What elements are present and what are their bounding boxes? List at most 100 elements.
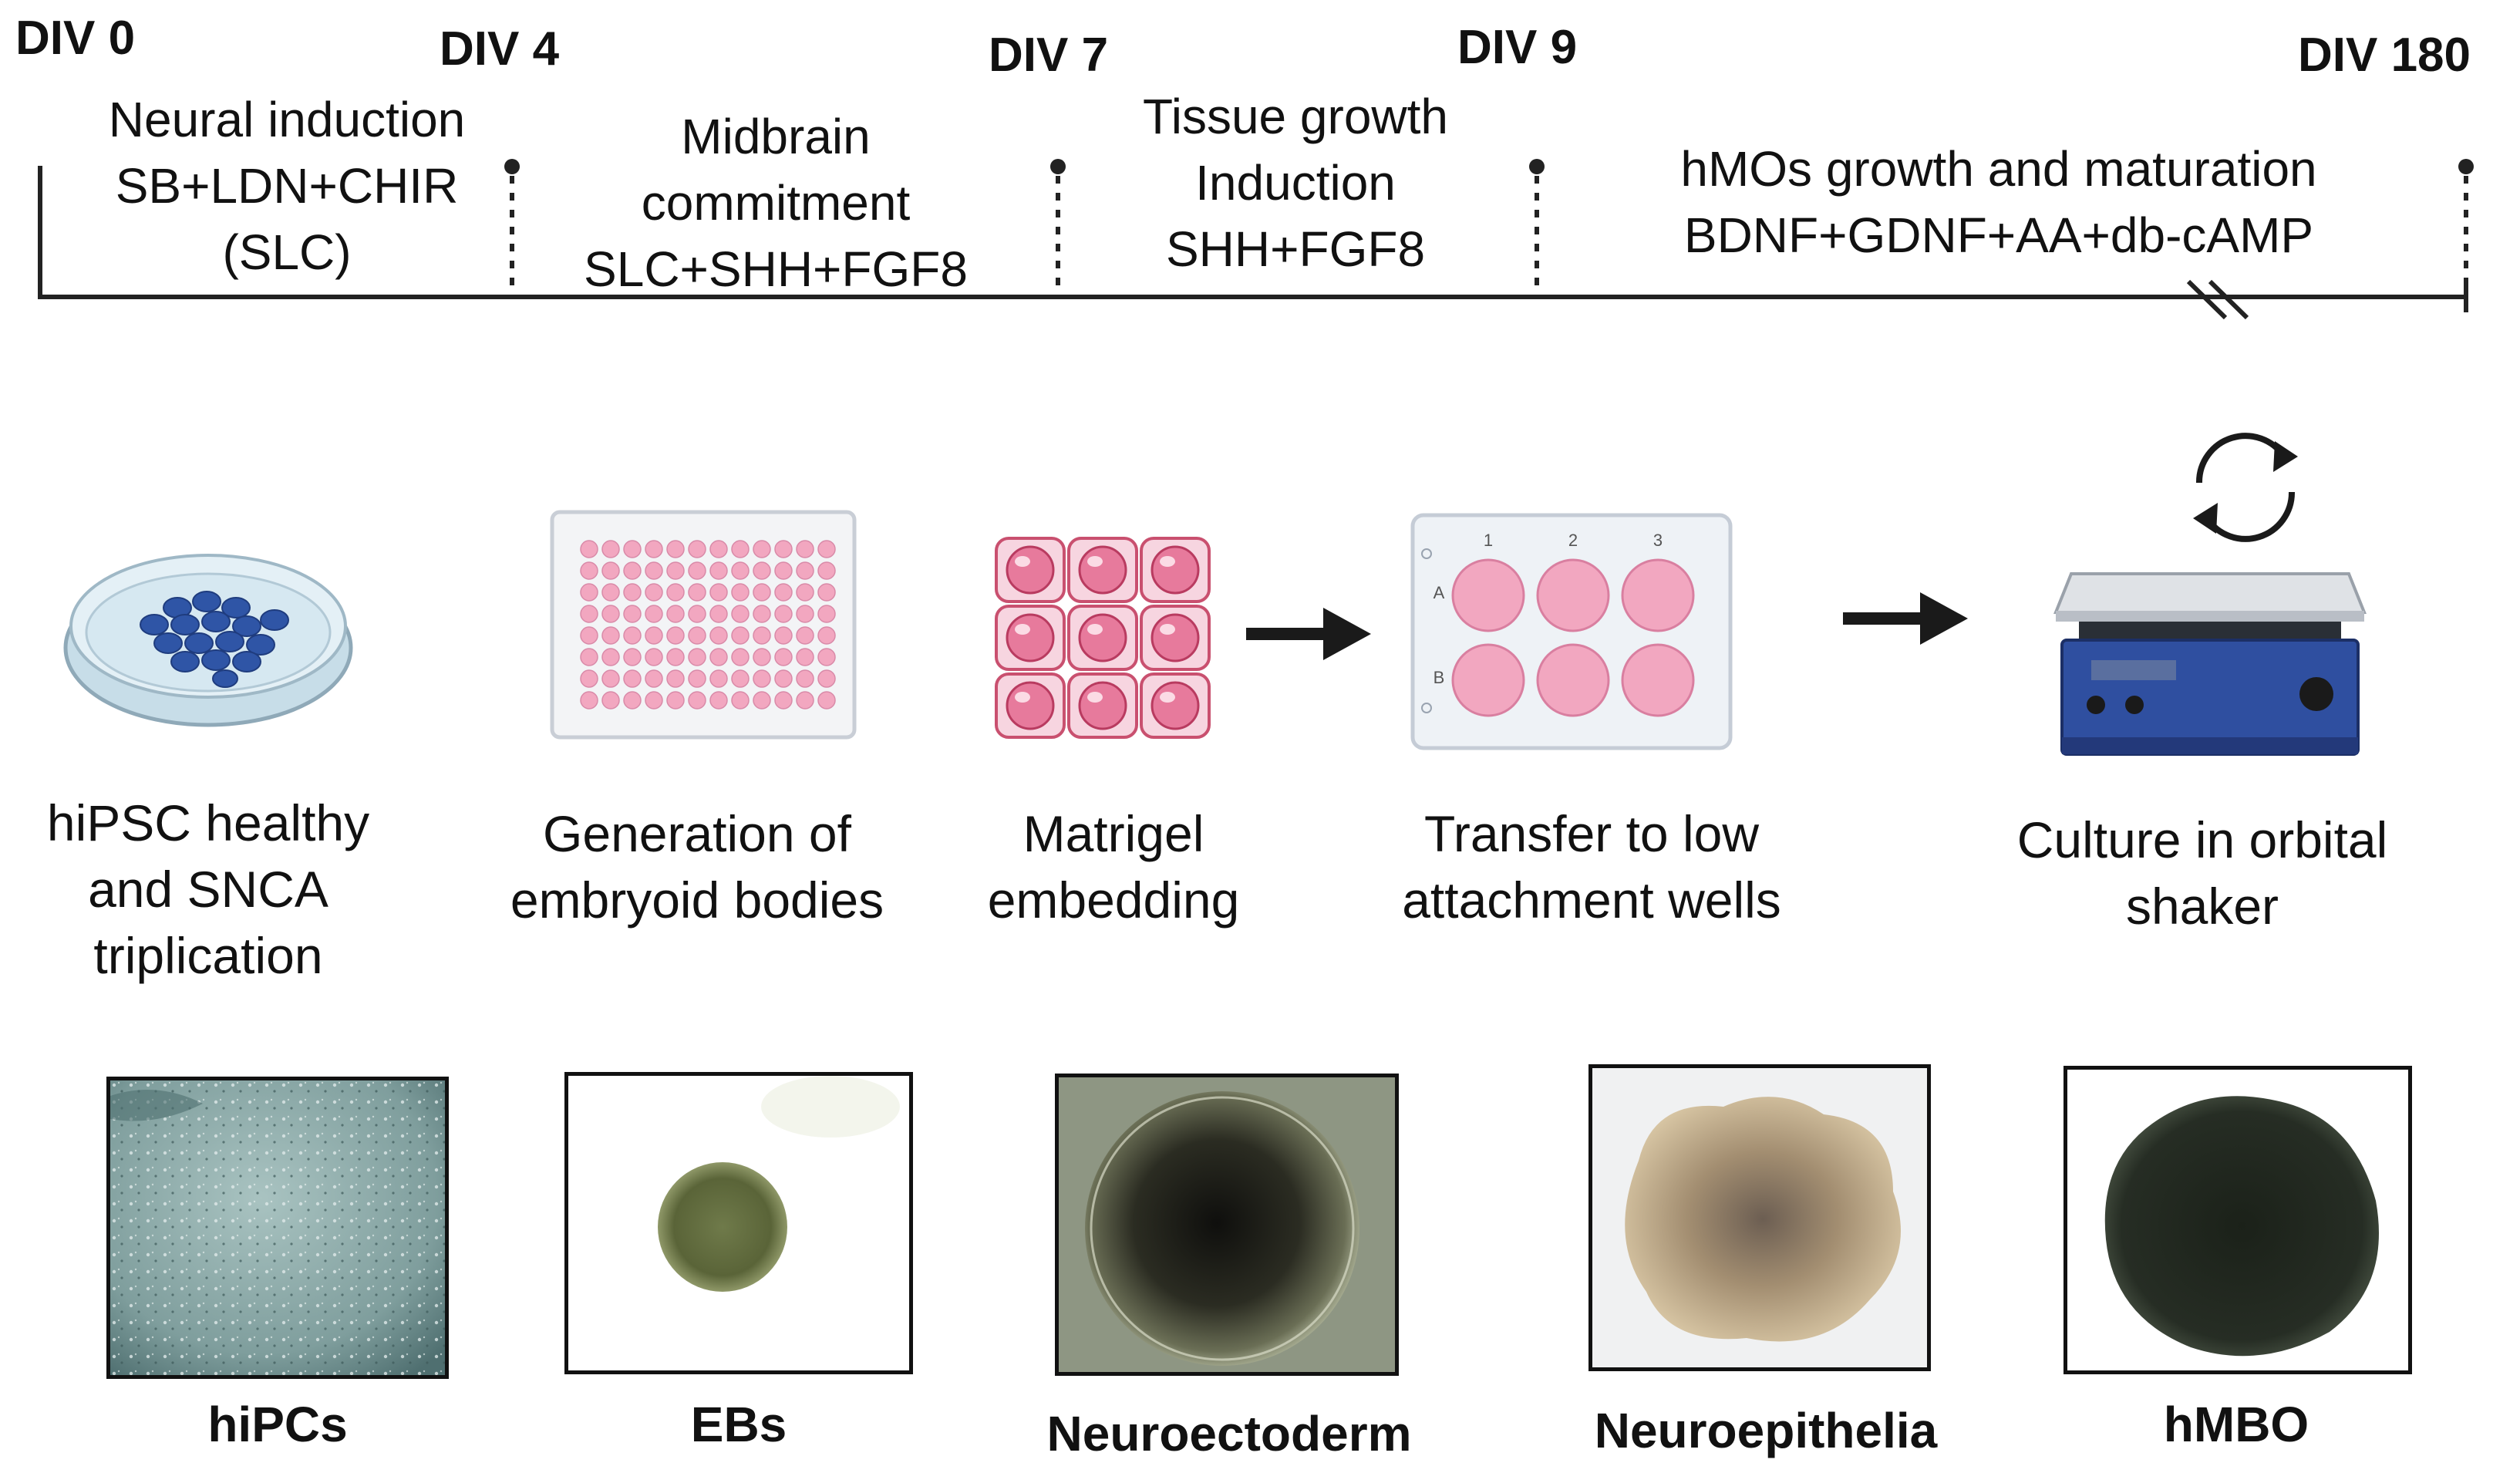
phase-line: Induction [1195,155,1396,211]
plate-well [817,540,836,558]
plate-well [580,561,598,580]
phase-line: SLC+SHH+FGF8 [584,241,968,297]
micrograph-hmbo [2064,1066,2412,1374]
plate-well [731,583,750,602]
plate-well [688,605,706,623]
plate-well [688,648,706,666]
arrow-right-icon [1843,592,1968,645]
plate-well [796,691,814,710]
micrograph-label-hipcs: hiPCs [207,1397,348,1452]
plate-well [645,648,663,666]
plate-well [817,626,836,645]
plate-well [645,583,663,602]
plate-well [580,605,598,623]
matrigel-droplet [1151,613,1200,662]
plate-well [709,648,728,666]
matrigel-droplet [1078,681,1127,730]
plate-well [709,540,728,558]
plate-well [731,669,750,688]
plate-well [623,605,642,623]
plate-well [774,648,793,666]
droplet-highlight [1015,692,1030,703]
droplet-highlight [1087,624,1103,635]
phase-line: commitment [641,175,911,231]
step-line: and SNCA [88,861,328,918]
plate-well [601,648,620,666]
plate-well [666,626,685,645]
micrograph-hipcs [106,1077,449,1379]
plate-well [753,691,771,710]
phase-tissue-growth: Tissue growth Induction SHH+FGF8 [1143,83,1448,282]
droplet-highlight [1087,556,1103,567]
plate-well [796,540,814,558]
plate-well [774,605,793,623]
plate-well [774,626,793,645]
div-9-label: DIV 9 [1457,21,1578,74]
micrograph-label-neuroepithelia: Neuroepithelia [1594,1403,1938,1458]
plate-well [731,605,750,623]
micrograph-ebs [564,1072,913,1374]
timeline-axis [38,159,2474,320]
step-line: hiPSC healthy [46,794,370,851]
plate-well [623,669,642,688]
step-label-hipsc: hiPSC healthy and SNCA triplication [47,790,369,989]
plate-well [580,626,598,645]
plate-well [731,561,750,580]
phase-neural-induction: Neural induction SB+LDN+CHIR (SLC) [109,86,466,285]
plate-well [645,669,663,688]
plate-well [688,669,706,688]
div-4-label: DIV 4 [440,22,560,76]
plate-well [623,648,642,666]
plate-well [666,583,685,602]
orbital-shaker-icon [2053,572,2367,756]
micrograph-label-ebs: EBs [690,1397,787,1452]
plate-well [731,540,750,558]
matrigel-droplet [1078,613,1127,662]
plate-well [753,561,771,580]
plate-well [753,583,771,602]
plate-well [753,540,771,558]
div-0-label: DIV 0 [15,12,136,65]
plate-well [666,648,685,666]
plate-well [601,626,620,645]
step-label-transfer: Transfer to low attachment wells [1402,801,1781,933]
plate-well [580,540,598,558]
plate-well [774,561,793,580]
micrograph-neuroectoderm [1055,1074,1399,1376]
plate-well [645,691,663,710]
plate-well [688,626,706,645]
phase-line: Tissue growth [1143,89,1448,144]
plate-well [623,540,642,558]
plate-well [709,561,728,580]
plate-well [601,691,620,710]
matrigel-droplet [1006,613,1055,662]
plate-col-3: 3 [1653,531,1663,550]
plate-well [753,648,771,666]
plate-well [753,669,771,688]
plate-well [796,561,814,580]
plate-well [796,648,814,666]
phase-line: Midbrain [681,109,871,164]
phase-line: (SLC) [222,224,352,280]
plate-well [580,691,598,710]
plate-well [817,583,836,602]
matrigel-droplet [1151,681,1200,730]
plate-well [623,583,642,602]
phase-midbrain-commitment: Midbrain commitment SLC+SHH+FGF8 [584,103,968,302]
droplet-highlight [1015,624,1030,635]
droplet-highlight [1160,624,1175,635]
plate-well [645,605,663,623]
plate-well [731,691,750,710]
plate-well [774,669,793,688]
step-line: attachment wells [1402,871,1781,929]
phase-line: SHH+FGF8 [1165,221,1426,277]
plate-well [731,626,750,645]
96-well-plate-icon [550,510,857,740]
plate-well [580,669,598,688]
arrow-right-icon [1246,608,1371,660]
step-label-orbital-shaker: Culture in orbital shaker [2017,807,2388,939]
plate-well [796,669,814,688]
step-label-embryoid-bodies: Generation of embryoid bodies [510,801,884,933]
plate-well [774,540,793,558]
plate-well [645,626,663,645]
